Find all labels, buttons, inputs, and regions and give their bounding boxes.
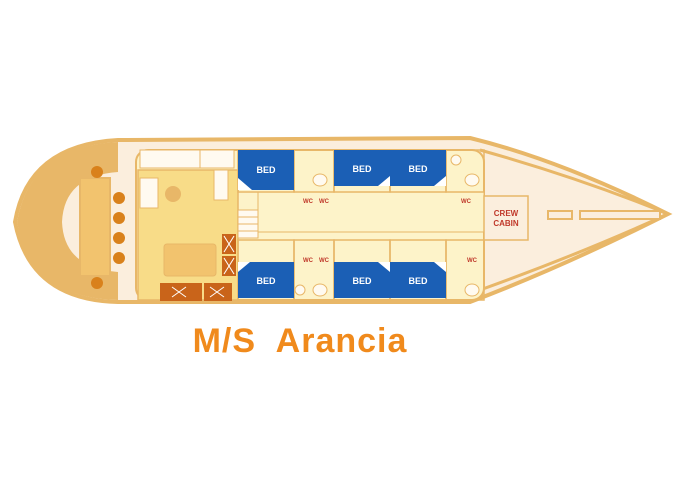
wc-label: WC bbox=[467, 258, 478, 264]
bow-line-2 bbox=[479, 212, 669, 292]
crew-cabin bbox=[483, 195, 529, 241]
crew-cabin-label-line1: CREW bbox=[494, 209, 519, 218]
salon-cabinet bbox=[139, 177, 159, 209]
bed: BED bbox=[238, 150, 294, 190]
stool bbox=[113, 252, 125, 264]
boat-name-title: M/S Arancia bbox=[192, 322, 408, 360]
stairs bbox=[237, 209, 259, 239]
crew-cabin-label-line2: CABIN bbox=[493, 219, 519, 228]
stool bbox=[113, 232, 125, 244]
wc-label: WC bbox=[319, 258, 330, 264]
stern-table bbox=[79, 177, 111, 277]
storage-crates bbox=[160, 234, 236, 301]
salon-table-round bbox=[165, 186, 181, 202]
wc-label: WC bbox=[303, 199, 314, 205]
wc-label: WC bbox=[319, 199, 330, 205]
bed-label: BED bbox=[408, 276, 428, 286]
stool bbox=[91, 277, 103, 289]
bed: BED bbox=[390, 262, 446, 298]
salon-sofa bbox=[163, 243, 217, 277]
bed: BED bbox=[334, 262, 390, 298]
bed-label: BED bbox=[256, 276, 276, 286]
wc-label: WC bbox=[303, 258, 314, 264]
bed-label: BED bbox=[352, 164, 372, 174]
stool bbox=[113, 212, 125, 224]
bed-label: BED bbox=[352, 276, 372, 286]
bow-line-1 bbox=[479, 148, 669, 216]
galley-counter bbox=[139, 149, 201, 169]
galley-shelf bbox=[199, 149, 235, 169]
bowsprit bbox=[579, 210, 661, 220]
bed: BED bbox=[334, 150, 390, 186]
bed-label: BED bbox=[408, 164, 428, 174]
corridor bbox=[257, 191, 485, 233]
stool bbox=[113, 192, 125, 204]
stern-deck bbox=[17, 142, 118, 300]
wc-label: WC bbox=[461, 199, 472, 205]
chart-table bbox=[213, 169, 229, 201]
bed: BED bbox=[238, 262, 294, 298]
forward-hatch bbox=[547, 210, 573, 220]
stool bbox=[91, 166, 103, 178]
toilet-fixtures bbox=[294, 154, 480, 297]
bed: BED bbox=[390, 150, 446, 186]
bed-label: BED bbox=[256, 165, 276, 175]
